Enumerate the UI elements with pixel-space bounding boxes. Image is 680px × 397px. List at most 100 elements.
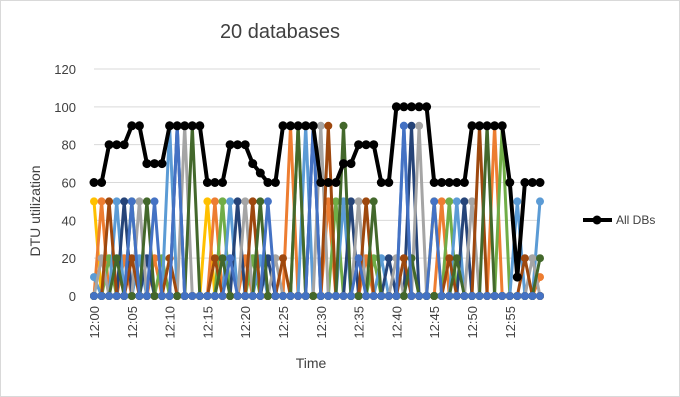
point-database bbox=[536, 292, 544, 300]
series-database-9 bbox=[90, 121, 544, 300]
point-all-dbs bbox=[157, 159, 167, 169]
x-tick-label: 12:10 bbox=[163, 306, 178, 339]
point-database bbox=[135, 292, 144, 300]
point-database bbox=[513, 292, 522, 300]
point-all-dbs bbox=[286, 121, 295, 131]
point-database bbox=[422, 292, 431, 300]
point-all-dbs bbox=[467, 121, 477, 131]
point-database bbox=[513, 197, 522, 206]
legend-label-all-dbs: All DBs bbox=[616, 213, 655, 227]
point-all-dbs bbox=[225, 140, 235, 150]
point-database bbox=[294, 292, 303, 300]
point-all-dbs bbox=[346, 159, 356, 169]
point-all-dbs bbox=[354, 140, 364, 150]
point-database bbox=[112, 197, 121, 206]
point-database bbox=[279, 254, 287, 263]
point-database bbox=[195, 292, 204, 300]
point-database bbox=[142, 292, 151, 300]
x-tick-label: 12:55 bbox=[503, 306, 518, 339]
point-database bbox=[324, 292, 333, 300]
line-all-dbs bbox=[94, 104, 540, 280]
point-database bbox=[105, 197, 114, 206]
point-database bbox=[452, 197, 461, 206]
point-database bbox=[248, 197, 257, 206]
point-database bbox=[407, 121, 416, 130]
point-database bbox=[226, 197, 235, 206]
point-database bbox=[263, 292, 272, 300]
point-database bbox=[127, 254, 136, 263]
point-all-dbs bbox=[119, 140, 129, 150]
point-database bbox=[180, 292, 189, 300]
point-database bbox=[248, 292, 257, 300]
y-tick-label: 0 bbox=[69, 289, 76, 304]
point-database bbox=[203, 197, 212, 206]
point-database bbox=[407, 292, 416, 300]
point-all-dbs bbox=[127, 121, 137, 131]
point-database bbox=[135, 197, 144, 206]
point-database bbox=[233, 197, 242, 206]
point-database bbox=[399, 254, 408, 263]
point-database bbox=[347, 292, 355, 300]
point-database bbox=[536, 254, 544, 263]
point-database bbox=[354, 254, 363, 263]
point-all-dbs bbox=[233, 140, 243, 150]
point-database bbox=[120, 197, 129, 206]
point-all-dbs bbox=[142, 159, 152, 169]
x-tick-label: 12:40 bbox=[389, 306, 404, 339]
point-database bbox=[520, 254, 529, 263]
point-database bbox=[127, 197, 136, 206]
point-all-dbs bbox=[407, 102, 416, 112]
point-all-dbs bbox=[482, 121, 492, 131]
point-database bbox=[97, 292, 106, 300]
point-database bbox=[347, 197, 355, 206]
point-database bbox=[112, 292, 121, 300]
x-tick-label: 12:50 bbox=[465, 306, 480, 339]
point-database bbox=[263, 197, 272, 206]
point-all-dbs bbox=[202, 178, 212, 187]
y-tick-label: 100 bbox=[54, 100, 76, 115]
point-all-dbs bbox=[263, 178, 273, 187]
point-database bbox=[158, 292, 166, 300]
point-all-dbs bbox=[165, 121, 175, 131]
point-all-dbs bbox=[134, 121, 144, 131]
point-database bbox=[241, 292, 250, 300]
point-database bbox=[369, 197, 378, 206]
point-database bbox=[210, 292, 219, 300]
point-all-dbs bbox=[384, 178, 394, 187]
point-database bbox=[460, 292, 469, 300]
point-database bbox=[520, 292, 529, 300]
point-all-dbs bbox=[308, 121, 318, 131]
x-tick-label: 12:20 bbox=[238, 306, 253, 339]
point-database bbox=[112, 254, 121, 263]
point-database bbox=[528, 292, 537, 300]
x-tick-label: 12:05 bbox=[125, 306, 140, 339]
point-database bbox=[316, 292, 325, 300]
point-all-dbs bbox=[218, 178, 227, 187]
point-all-dbs bbox=[293, 121, 303, 131]
point-database bbox=[445, 254, 454, 263]
point-all-dbs bbox=[270, 178, 280, 187]
point-database bbox=[468, 197, 476, 206]
y-tick-label: 60 bbox=[62, 176, 76, 191]
y-tick-label: 20 bbox=[62, 251, 76, 266]
point-all-dbs bbox=[278, 121, 288, 131]
point-database bbox=[354, 197, 363, 206]
point-all-dbs bbox=[361, 140, 371, 150]
point-database bbox=[445, 292, 454, 300]
point-database bbox=[127, 292, 136, 300]
point-database bbox=[445, 197, 454, 206]
point-database bbox=[505, 292, 514, 300]
point-all-dbs bbox=[339, 159, 348, 169]
point-database bbox=[218, 197, 227, 206]
point-database bbox=[90, 292, 98, 300]
point-database bbox=[430, 292, 439, 300]
point-all-dbs bbox=[180, 121, 190, 131]
point-database bbox=[324, 121, 333, 130]
point-database bbox=[271, 292, 280, 300]
point-database bbox=[331, 292, 340, 300]
legend-marker-all-dbs bbox=[592, 215, 602, 225]
point-all-dbs bbox=[301, 121, 311, 131]
